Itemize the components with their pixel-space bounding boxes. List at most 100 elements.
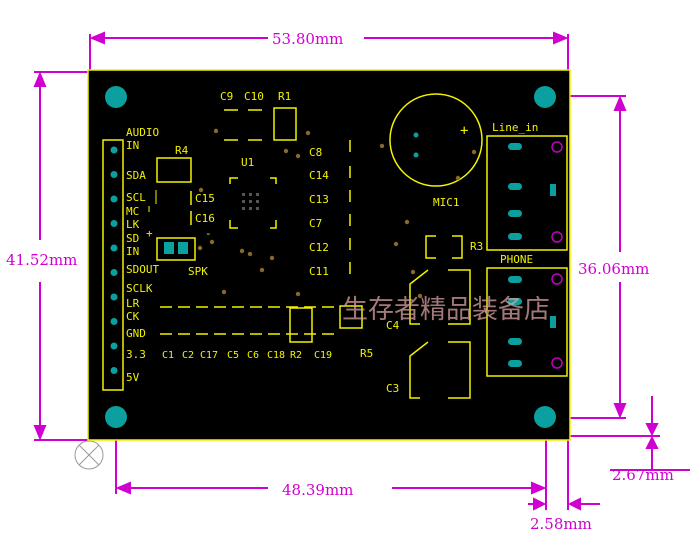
label-c19: C19 <box>314 350 332 361</box>
pin-header-label: SD <box>126 232 139 245</box>
label-c10: C10 <box>244 90 264 103</box>
spk-outline <box>156 237 196 261</box>
label-line-in: Line_in <box>492 121 538 134</box>
label-mic1: MIC1 <box>433 196 460 209</box>
line-in-connector <box>486 135 568 251</box>
pin-header-label: SDOUT <box>126 263 159 276</box>
via <box>269 255 275 261</box>
u1-pad <box>242 207 245 210</box>
header-pin <box>110 318 118 325</box>
pin-header-label: LK <box>126 218 140 231</box>
bottom-cap-row <box>160 306 340 335</box>
mount-hole <box>105 86 127 108</box>
u1-pad <box>249 200 252 203</box>
via <box>209 239 215 245</box>
pin-header-label: 3.3 <box>126 348 146 361</box>
u1-pad <box>242 200 245 203</box>
label-spk: SPK <box>188 265 208 278</box>
via <box>410 269 416 275</box>
pcb-board <box>87 69 571 441</box>
label-c16: C16 <box>195 212 215 225</box>
phone-pins <box>508 273 563 369</box>
mount-holes <box>105 86 556 428</box>
header-pin <box>110 269 118 276</box>
label-c15: C15 <box>195 192 215 205</box>
spk-pad <box>164 242 174 254</box>
label-c9: C9 <box>220 90 233 103</box>
dim-edge-offset-right: 2.67mm <box>612 466 674 484</box>
mic1-pad <box>413 152 419 158</box>
r2-outline <box>289 307 313 343</box>
phone-connector <box>486 267 568 377</box>
pin-header-label: 5V <box>126 371 140 384</box>
u1-pad <box>242 193 245 196</box>
c4-outline <box>409 269 471 325</box>
dim-board-width: 53.80mm <box>272 30 343 48</box>
via <box>259 267 265 273</box>
c9-c10-markers <box>224 109 262 141</box>
dim-edge-offset-bottom: 2.58mm <box>530 515 592 533</box>
r3-outline <box>425 235 463 259</box>
dimension-lines <box>33 31 690 511</box>
label-r5: R5 <box>360 347 373 360</box>
label-mic-plus: + <box>460 123 468 139</box>
vias <box>197 128 490 315</box>
via <box>221 289 227 295</box>
label-spk-minus: - <box>205 227 212 240</box>
label-c13: C13 <box>309 193 329 206</box>
label-c5: C5 <box>227 350 239 361</box>
label-c1: C1 <box>162 350 174 361</box>
c3-outline <box>409 341 471 399</box>
header-pin <box>110 367 118 374</box>
pin-header-label: AUDIO <box>126 126 159 139</box>
pin-header-label: SDA <box>126 169 146 182</box>
pin-header-label: GND <box>126 327 146 340</box>
via <box>305 130 311 136</box>
via <box>404 219 410 225</box>
via <box>198 187 204 193</box>
pin-header-label: SCL <box>126 191 146 204</box>
u1-pad <box>256 193 259 196</box>
label-r1: R1 <box>278 90 291 103</box>
line-in-pins <box>508 141 563 243</box>
label-phone: PHONE <box>500 253 533 266</box>
u1-center-pads <box>242 193 259 210</box>
label-c2: C2 <box>182 350 194 361</box>
via <box>379 143 385 149</box>
dim-connector-height: 36.06mm <box>578 260 649 278</box>
label-c3: C3 <box>386 382 399 395</box>
mic1-outline <box>389 93 483 187</box>
label-c14: C14 <box>309 169 329 182</box>
via <box>295 291 301 297</box>
label-c11: C11 <box>309 265 329 278</box>
via <box>247 251 253 257</box>
via <box>455 175 461 181</box>
label-c12: C12 <box>309 241 329 254</box>
label-c4: C4 <box>386 319 400 332</box>
label-r3: R3 <box>470 240 483 253</box>
mount-hole <box>534 86 556 108</box>
cap-column: C8 C14 C13 C7 C12 C11 <box>309 140 351 278</box>
label-c18: C18 <box>267 350 285 361</box>
spk-pad <box>178 242 188 254</box>
label-r2: R2 <box>290 350 302 361</box>
label-c17: C17 <box>200 350 218 361</box>
via <box>295 153 301 159</box>
label-r4: R4 <box>175 144 189 157</box>
origin-marker <box>74 440 104 470</box>
r4-outline <box>156 157 192 183</box>
header-pin <box>110 171 118 178</box>
u1-pad <box>249 193 252 196</box>
via <box>393 241 399 247</box>
watermark: 生存者精品装备店 <box>342 295 550 325</box>
header-pin <box>110 220 118 227</box>
pin-header-label: IN <box>126 245 139 258</box>
header-dividers <box>148 190 157 212</box>
mount-hole <box>105 406 127 428</box>
header-pin <box>110 244 118 252</box>
via <box>239 248 245 254</box>
label-c7: C7 <box>309 217 322 230</box>
pin-header-labels: AUDIOINSDASCLMCLKSDINSDOUTSCLKLRCKGND3.3… <box>126 126 159 384</box>
label-u1: U1 <box>241 156 254 169</box>
